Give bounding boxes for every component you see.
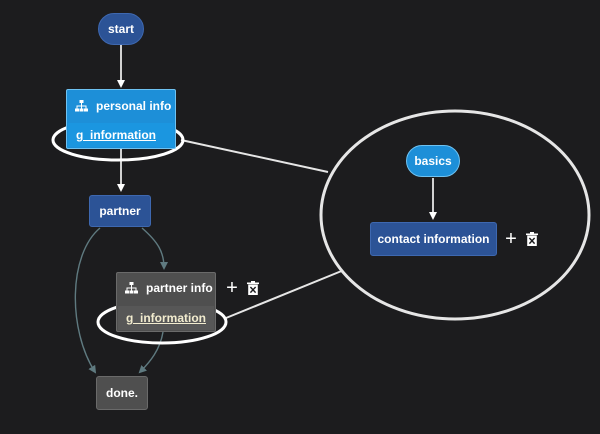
personal-info-header: personal info: [67, 90, 175, 122]
plus-icon: +: [226, 277, 238, 299]
delete-node-button-contact-information[interactable]: [525, 231, 539, 247]
plus-icon: +: [505, 228, 517, 250]
add-node-button-contact-information[interactable]: +: [502, 229, 520, 249]
node-partner[interactable]: partner: [89, 195, 151, 227]
callout-line-personal: [180, 139, 329, 173]
sitemap-icon: [75, 100, 88, 112]
node-contact-information-label: contact information: [377, 232, 490, 246]
delete-node-button-partner-info[interactable]: [246, 280, 260, 296]
add-node-button-partner-info[interactable]: +: [223, 278, 241, 298]
node-partner-label: partner: [99, 204, 141, 218]
edge-partner-info-done: [138, 331, 164, 374]
personal-info-subflow-link[interactable]: g_information: [68, 123, 174, 147]
edge-partner-partner-info: [141, 227, 168, 270]
node-done-label: done.: [106, 386, 138, 400]
node-start[interactable]: start: [98, 13, 144, 45]
node-personal-info[interactable]: personal info g_information: [66, 89, 176, 149]
partner-info-subflow-link[interactable]: g_information: [118, 306, 214, 330]
node-partner-info[interactable]: partner info g_information: [116, 272, 216, 332]
edge-partner-done: [74, 227, 101, 374]
personal-info-subflow-label: g_information: [76, 128, 156, 142]
node-contact-information[interactable]: contact information: [370, 222, 497, 256]
node-start-label: start: [107, 22, 134, 36]
callout-line-partner: [225, 269, 345, 319]
partner-info-subflow-label: g_information: [126, 311, 206, 325]
partner-info-label: partner info: [146, 281, 213, 295]
personal-info-label: personal info: [96, 99, 172, 113]
sitemap-icon: [125, 282, 138, 294]
node-basics[interactable]: basics: [406, 145, 460, 177]
partner-info-header: partner info: [117, 273, 215, 303]
trash-icon: [247, 281, 259, 295]
trash-icon: [526, 232, 538, 246]
node-done[interactable]: done.: [96, 376, 148, 410]
zoom-callout-circle: [319, 109, 591, 321]
node-basics-label: basics: [414, 154, 452, 168]
